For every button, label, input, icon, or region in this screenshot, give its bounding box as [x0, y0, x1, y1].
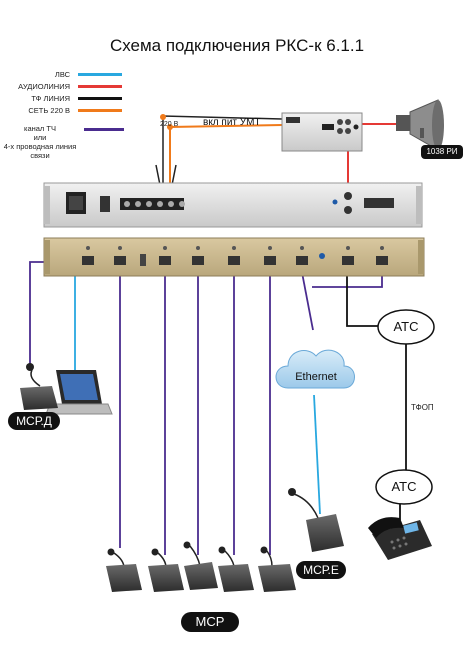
phone-cables	[346, 262, 407, 520]
mcr-console-3-icon	[183, 541, 218, 590]
mcr-e-console-icon	[288, 488, 344, 552]
legend-line-phone	[78, 97, 122, 100]
laptop-icon	[45, 370, 113, 415]
mcr-console-2-icon	[148, 548, 184, 592]
speaker-model-label: 1038 РИ	[421, 145, 463, 159]
mcr-console-1-icon	[106, 548, 142, 592]
mains-cable	[169, 124, 283, 183]
ethernet-cloud-icon	[275, 349, 355, 389]
legend-line-mains	[78, 109, 122, 112]
mcr-console-4-icon	[218, 546, 254, 592]
ats-top-circle	[377, 309, 435, 345]
amplifier-unit	[281, 112, 363, 152]
horn-speaker-icon	[396, 99, 444, 151]
tfop-label: ТФОП	[411, 403, 434, 412]
ats-bottom-label: АТС	[391, 479, 417, 494]
amp-power-label: вкл пит УМТ	[203, 117, 261, 128]
legend-label-channel: канал ТЧ или 4-х проводная линия связи	[3, 124, 77, 160]
power-rack-unit	[43, 182, 423, 228]
legend-line-lan	[78, 73, 122, 76]
mcr-label: МСР	[181, 612, 239, 632]
mains-junction-b	[160, 114, 166, 120]
ethernet-label: Ethernet	[295, 371, 337, 383]
switch-rack-unit	[43, 237, 425, 277]
legend-label-phone: ТФ ЛИНИЯ	[31, 94, 70, 103]
ats-top-label: АТС	[393, 319, 419, 334]
mcr-e-label: МСР.Е	[296, 561, 346, 579]
mcr-d-console-icon	[20, 363, 58, 410]
mcr-d-label: МСР.Д	[8, 412, 60, 430]
mcr-console-5-icon	[258, 546, 296, 592]
lan-cables	[72, 262, 321, 515]
legend-line-channel	[84, 128, 124, 131]
ats-bottom-circle	[375, 469, 433, 505]
power-220-label: 220 В	[160, 121, 179, 128]
diagram-title: Схема подключения РКС-к 6.1.1	[109, 36, 365, 55]
legend-line-audio	[78, 85, 122, 88]
legend-label-lan: ЛВС	[54, 70, 70, 79]
mains-junction-a	[167, 124, 173, 130]
desk-phone-icon	[368, 517, 432, 560]
legend-label-mains: СЕТЬ 220 В	[28, 106, 70, 115]
legend-label-audio: АУДИОЛИНИЯ	[18, 82, 70, 91]
